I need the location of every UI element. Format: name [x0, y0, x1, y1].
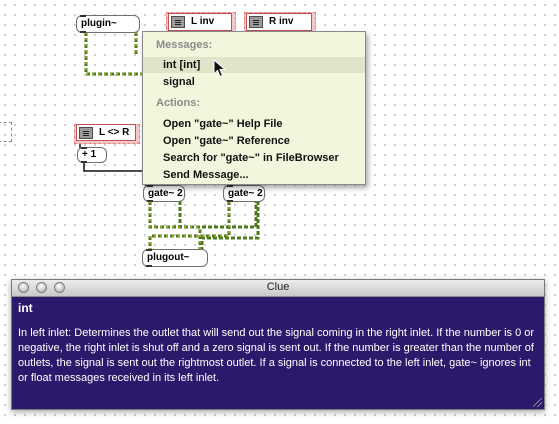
minimize-window-icon[interactable] — [36, 282, 47, 293]
l-r-button-icon[interactable] — [79, 127, 93, 139]
resize-grip-icon[interactable] — [533, 398, 542, 407]
l-inv-message[interactable]: L inv — [168, 13, 232, 31]
clue-window-title: Clue — [266, 281, 290, 293]
mouse-pointer-icon — [213, 59, 227, 78]
clue-content: int In left inlet: Determines the outlet… — [18, 301, 536, 386]
inlet-context-menu[interactable]: Messages: int [int] signal Actions: Open… — [142, 31, 366, 185]
plugout-label: plugout~ — [147, 252, 190, 263]
menu-item-search-filebrowser[interactable]: Search for "gate~" in FileBrowser — [163, 152, 339, 164]
plus-one-label: + 1 — [82, 149, 97, 160]
gate-right-label: gate~ 2 — [228, 188, 263, 199]
gate-object-right[interactable]: gate~ 2 — [223, 185, 265, 202]
r-inv-label: R inv — [269, 16, 294, 27]
menu-item-send-message[interactable]: Send Message... — [163, 169, 249, 181]
l-r-toggle-label: L <> R — [99, 127, 130, 138]
r-inv-message[interactable]: R inv — [246, 13, 312, 31]
plus-one-object[interactable]: + 1 — [77, 147, 107, 163]
clue-window[interactable]: Clue int In left inlet: Determines the o… — [11, 279, 545, 410]
plugin-object-label: plugin~ — [81, 18, 117, 29]
plugout-object[interactable]: plugout~ — [142, 249, 208, 267]
clue-heading: int — [18, 301, 33, 315]
gate-left-label: gate~ 2 — [148, 188, 183, 199]
menu-item-signal[interactable]: signal — [163, 76, 195, 88]
offscreen-object-stub — [0, 122, 12, 142]
messages-header: Messages: — [156, 39, 213, 51]
close-window-icon[interactable] — [18, 282, 29, 293]
l-inv-label: L inv — [191, 16, 215, 27]
clue-description: In left inlet: Determines the outlet tha… — [18, 327, 535, 384]
menu-item-int[interactable]: int [int] — [143, 57, 365, 73]
plugin-object[interactable]: plugin~ — [76, 15, 140, 33]
cable-gate-right-out2 — [200, 201, 260, 250]
menu-item-open-reference[interactable]: Open "gate~" Reference — [163, 135, 290, 147]
menu-item-open-help[interactable]: Open "gate~" Help File — [163, 118, 283, 130]
cable-gate-left-out2 — [178, 201, 258, 229]
l-inv-button-icon[interactable] — [171, 16, 185, 28]
cable-plus-to-gate — [83, 161, 147, 186]
zoom-window-icon[interactable] — [54, 282, 65, 293]
actions-header: Actions: — [156, 97, 200, 109]
gate-object-left[interactable]: gate~ 2 — [143, 185, 185, 202]
l-r-toggle-message[interactable]: L <> R — [76, 124, 136, 141]
r-inv-button-icon[interactable] — [249, 16, 263, 28]
clue-titlebar[interactable]: Clue — [12, 280, 544, 297]
